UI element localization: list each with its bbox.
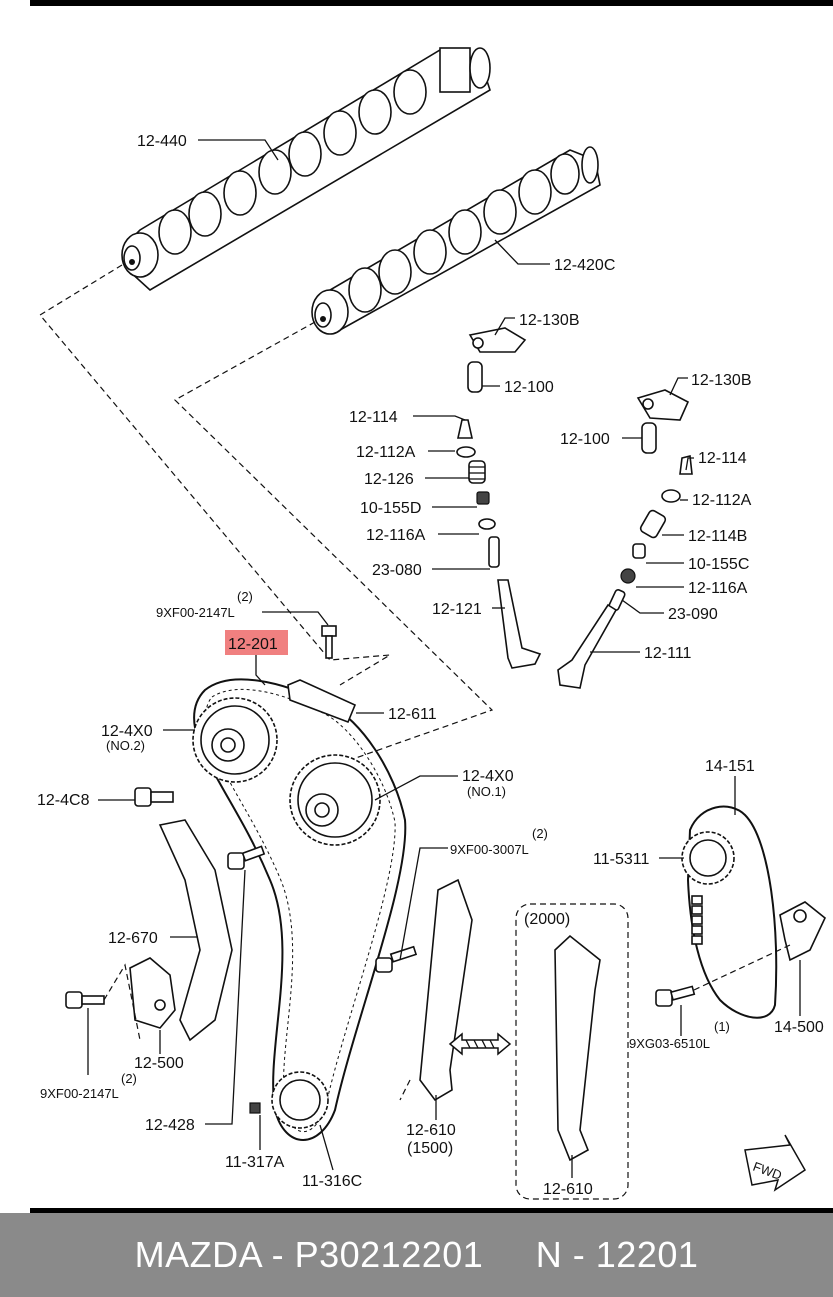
exhaust-valve[interactable] bbox=[557, 603, 618, 689]
guide-bolt-right[interactable] bbox=[375, 945, 418, 973]
rocker-arm-right[interactable] bbox=[636, 389, 690, 421]
spring-seat-upper-right[interactable] bbox=[661, 489, 681, 503]
valve-guide-left[interactable] bbox=[488, 536, 500, 568]
oil-pump-sprocket[interactable] bbox=[681, 831, 735, 885]
label-11-5311: 11-5311 bbox=[593, 851, 649, 868]
spring-seat-upper-left[interactable] bbox=[456, 446, 476, 458]
label-23-080: 23-080 bbox=[372, 562, 422, 579]
chain-guide-2000[interactable] bbox=[554, 934, 601, 1162]
label-12-112a-right: 12-112A bbox=[692, 492, 752, 509]
label-9xf00-3007l: 9XF00-3007L bbox=[450, 842, 529, 857]
interchange-arrow bbox=[448, 1032, 512, 1056]
tensioner-arm[interactable] bbox=[158, 819, 233, 1042]
top-border bbox=[30, 0, 833, 6]
crank-sprocket[interactable] bbox=[271, 1071, 329, 1129]
chain-guide-1500[interactable] bbox=[419, 878, 473, 1102]
sprocket-bolt[interactable] bbox=[134, 787, 174, 807]
qty-9xf00-2147l-top: (2) bbox=[237, 589, 253, 604]
label-12-500: 12-500 bbox=[134, 1055, 184, 1072]
spring-seat-lower-left[interactable] bbox=[478, 518, 496, 530]
label-12-670: 12-670 bbox=[108, 930, 158, 947]
label-12-112a-left: 12-112A bbox=[356, 444, 416, 461]
label-12-201-highlighted: 12-201 bbox=[228, 636, 278, 653]
crank-key[interactable] bbox=[249, 1102, 261, 1114]
oil-pump-bolt[interactable] bbox=[655, 985, 696, 1007]
label-12-130b-left: 12-130B bbox=[519, 312, 580, 329]
oil-pump-chain[interactable] bbox=[686, 805, 778, 1019]
guide-bolt-top[interactable] bbox=[321, 625, 337, 659]
label-12-100-left: 12-100 bbox=[504, 379, 554, 396]
label-no1: (NO.1) bbox=[467, 784, 506, 799]
valve-spring-right[interactable] bbox=[639, 509, 667, 539]
seal-left[interactable] bbox=[476, 491, 490, 505]
label-12-111: 12-111 bbox=[644, 645, 692, 662]
label-12-116a-right: 12-116A bbox=[688, 580, 748, 597]
qty-9xf00-3007l: (2) bbox=[532, 826, 548, 841]
label-10-155c: 10-155C bbox=[688, 556, 749, 573]
lash-adjuster-left[interactable] bbox=[467, 361, 483, 393]
label-12-4x0-no2: 12-4X0 bbox=[101, 723, 153, 740]
exhaust-ref-line bbox=[39, 264, 391, 686]
seal-right[interactable] bbox=[632, 543, 646, 559]
label-12-116a-left: 12-116A bbox=[366, 527, 426, 544]
tensioner-bolt[interactable] bbox=[65, 991, 105, 1009]
label-14-500: 14-500 bbox=[774, 1019, 824, 1036]
label-12-121: 12-121 bbox=[432, 601, 482, 618]
oil-pump-chain-links bbox=[691, 895, 703, 945]
label-12-4x0-no1: 12-4X0 bbox=[462, 768, 514, 785]
intake-ref-line bbox=[174, 321, 494, 761]
label-9xg03-6510l: 9XG03-6510L bbox=[629, 1036, 710, 1051]
label-12-610-1500: 12-610 bbox=[406, 1122, 456, 1139]
footer-divider bbox=[30, 1208, 833, 1213]
label-12-4c8: 12-4C8 bbox=[37, 792, 90, 809]
footer-bar: MAZDA - P30212201 N - 12201 bbox=[0, 1213, 833, 1297]
label-14-151: 14-151 bbox=[705, 758, 755, 775]
label-11-317a: 11-317A bbox=[225, 1154, 285, 1171]
intake-valve[interactable] bbox=[497, 579, 542, 669]
part-number-caption: MAZDA - P30212201 N - 12201 bbox=[134, 1234, 699, 1275]
label-12-610-2000: 12-610 bbox=[543, 1181, 593, 1198]
label-12-130b-right: 12-130B bbox=[691, 372, 752, 389]
label-12-440: 12-440 bbox=[137, 133, 187, 150]
label-12-114b: 12-114B bbox=[688, 528, 747, 545]
lash-adjuster-right[interactable] bbox=[641, 422, 657, 454]
intake-camshaft[interactable] bbox=[311, 146, 601, 335]
valve-cap-left[interactable] bbox=[457, 419, 473, 439]
forward-arrow: FWD bbox=[744, 1134, 806, 1192]
variant-2000-box bbox=[515, 903, 629, 1200]
oil-pump-tensioner[interactable] bbox=[779, 901, 826, 962]
label-12-100-right: 12-100 bbox=[560, 431, 610, 448]
qty-9xg03-6510l: (1) bbox=[714, 1019, 730, 1034]
valve-spring-left[interactable] bbox=[468, 460, 486, 484]
chain-tensioner[interactable] bbox=[129, 957, 176, 1029]
exhaust-camshaft[interactable] bbox=[121, 47, 491, 291]
label-12-428: 12-428 bbox=[145, 1117, 195, 1134]
leader-lines bbox=[87, 139, 801, 1178]
label-12-611: 12-611 bbox=[388, 706, 437, 723]
valve-cap-right[interactable] bbox=[679, 455, 693, 475]
label-11-316c: 11-316C bbox=[302, 1173, 362, 1190]
cam-sprocket-no2[interactable] bbox=[192, 697, 278, 783]
label-9xf00-2147l-top: 9XF00-2147L bbox=[156, 605, 235, 620]
qty-9xf00-2147l-bottom: (2) bbox=[121, 1071, 137, 1086]
highlight-box bbox=[225, 630, 288, 655]
cam-sprocket-no1[interactable] bbox=[289, 754, 381, 846]
guide-bolt-mid[interactable] bbox=[227, 845, 266, 870]
label-10-155d: 10-155D bbox=[360, 500, 421, 517]
label-12-126: 12-126 bbox=[364, 471, 414, 488]
label-9xf00-2147l-bottom: 9XF00-2147L bbox=[40, 1086, 119, 1101]
label-2000-variant: (2000) bbox=[524, 911, 570, 928]
spring-seat-lower-right[interactable] bbox=[620, 568, 636, 584]
label-12-114-right: 12-114 bbox=[698, 450, 747, 467]
rocker-arm-left[interactable] bbox=[468, 327, 527, 353]
label-23-090: 23-090 bbox=[668, 606, 718, 623]
label-12-114-left: 12-114 bbox=[349, 409, 398, 426]
label-1500-variant: (1500) bbox=[407, 1140, 453, 1157]
label-12-420c: 12-420C bbox=[554, 257, 615, 274]
label-no2: (NO.2) bbox=[106, 738, 145, 753]
chain-guide-upper[interactable] bbox=[287, 679, 357, 724]
